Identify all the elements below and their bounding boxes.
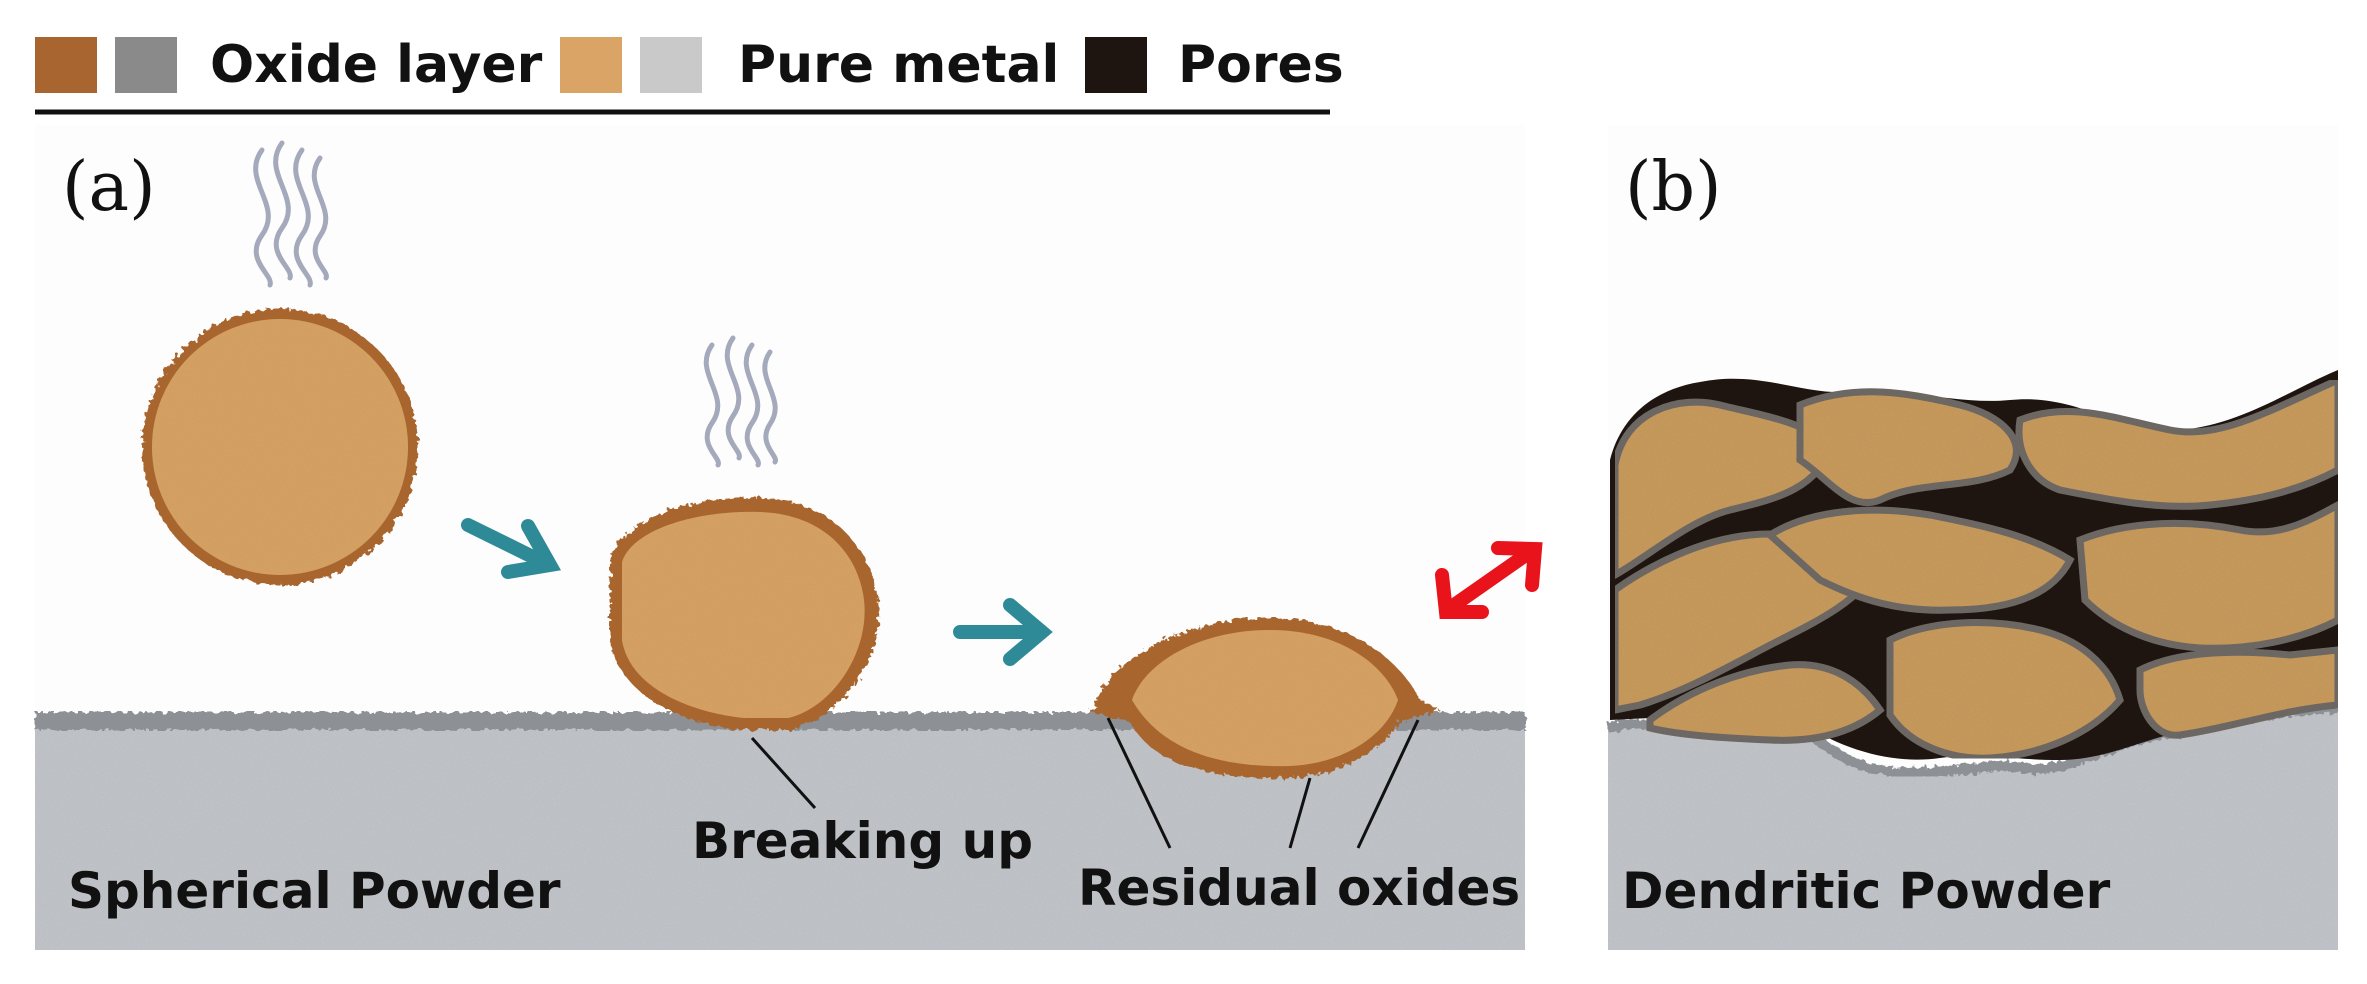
breaking-pointer-line xyxy=(750,736,817,810)
dendrite-lobe xyxy=(1646,661,1885,744)
panel-b: (b) Dendritic Powder xyxy=(1606,125,2342,950)
legend-label-pores: Pores xyxy=(1178,35,1344,95)
breaking-label: Breaking up xyxy=(692,812,1033,870)
residual-label: Residual oxides xyxy=(1078,859,1520,917)
teal-arrow-icon-2 xyxy=(953,598,1053,666)
steam-icon xyxy=(253,140,329,288)
panel-a: (a) xyxy=(35,125,1525,950)
spherical-label: Spherical Powder xyxy=(68,862,561,920)
dendrite-lobe xyxy=(1764,506,2075,614)
spherical-particle xyxy=(142,309,418,585)
dendrite-lobe xyxy=(2136,646,2342,739)
legend-label-metal: Pure metal xyxy=(738,35,1059,95)
dendritic-label: Dendritic Powder xyxy=(1622,862,2111,920)
breaking-particle xyxy=(610,497,879,730)
legend-swatch-oxide-brown xyxy=(35,37,97,93)
legend-swatch-metal-light xyxy=(640,37,702,93)
dendrite-lobes xyxy=(1611,374,2342,762)
legend: Oxide layer Pure metal Pores xyxy=(35,35,1344,115)
red-double-arrow-icon xyxy=(1435,541,1543,619)
panel-b-label: (b) xyxy=(1625,148,1722,227)
legend-label-oxide: Oxide layer xyxy=(210,35,543,95)
substrate-b xyxy=(1608,708,2338,950)
steam-icon-2 xyxy=(703,335,778,468)
legend-swatch-metal-tan xyxy=(560,37,622,93)
residual-pointer-lines xyxy=(1106,717,1420,849)
dendrite-lobe xyxy=(1886,619,2124,762)
dendrite-lobe xyxy=(2076,499,2342,652)
dendrite-lobe xyxy=(1796,388,2020,507)
legend-swatch-oxide-gray xyxy=(115,37,177,93)
flattened-particle xyxy=(1090,618,1440,779)
panel-a-label: (a) xyxy=(62,148,156,227)
teal-arrow-icon xyxy=(461,518,562,579)
dendrite-lobe xyxy=(2015,374,2342,510)
legend-swatch-pores xyxy=(1085,37,1147,93)
